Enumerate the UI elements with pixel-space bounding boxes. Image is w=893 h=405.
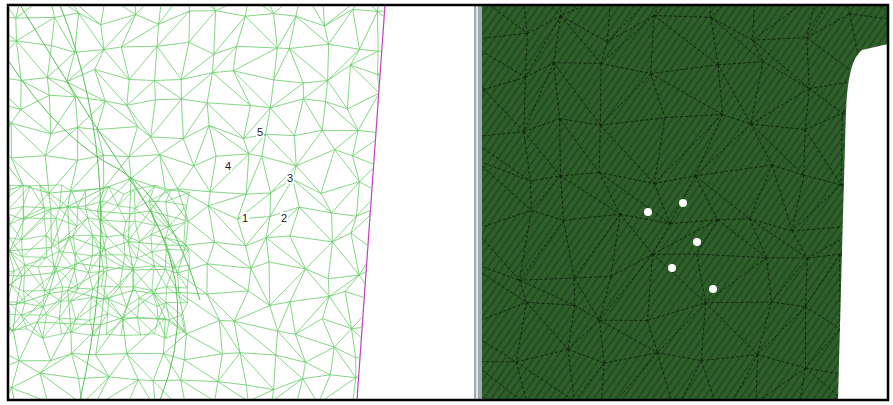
boundary-curve — [357, 5, 385, 400]
callout-number: 2 — [280, 212, 288, 224]
mesh-lines — [460, 0, 893, 405]
surface-fill — [482, 5, 888, 400]
panel-divider-highlight — [476, 5, 478, 400]
feature-curve — [20, 5, 178, 400]
marker-dot — [644, 208, 652, 216]
marker-dot — [679, 199, 687, 207]
marker-dot — [709, 285, 717, 293]
marker-dot — [693, 238, 701, 246]
wireframe-mesh — [0, 0, 419, 405]
callout-number: 5 — [256, 126, 264, 138]
frame-border — [8, 5, 888, 400]
feature-curve — [60, 5, 101, 400]
shaded-surface — [460, 0, 893, 405]
callout-number: 3 — [286, 172, 294, 184]
mesh-lines — [0, 0, 419, 405]
marker-dots — [644, 199, 717, 293]
callout-number: 4 — [224, 160, 232, 172]
feature-curve — [8, 60, 200, 300]
marker-dot — [668, 264, 676, 272]
callout-number: 1 — [241, 212, 249, 224]
surface-edges — [460, 0, 893, 405]
panel-divider — [474, 5, 482, 400]
